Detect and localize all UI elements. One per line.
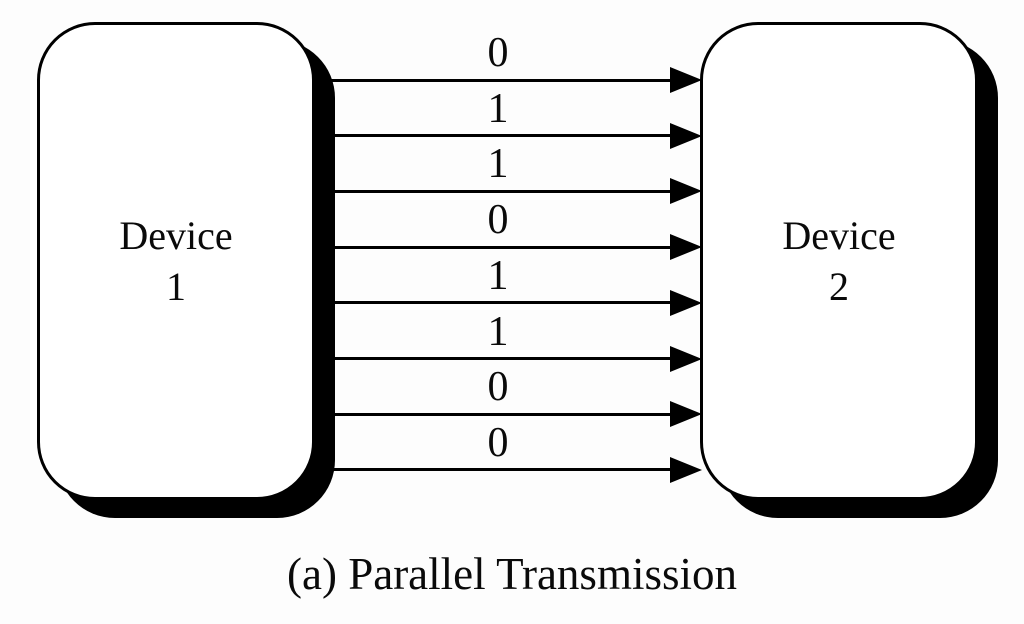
bit-label: 1 — [487, 85, 509, 132]
diagram-caption: (a) Parallel Transmission — [287, 549, 737, 599]
transmission-line — [330, 245, 674, 249]
device-2-label: Device 2 — [782, 210, 895, 312]
arrowhead-icon — [670, 234, 702, 261]
bit-label: 0 — [487, 30, 509, 76]
arrowhead-icon — [670, 289, 702, 316]
arrowhead-icon — [670, 122, 702, 149]
device-1-name: Device — [119, 212, 233, 258]
device-2-box: Device 2 — [700, 22, 978, 500]
device-2-number: 2 — [828, 264, 849, 309]
arrowhead-icon — [670, 401, 702, 428]
arrowhead-icon — [670, 345, 702, 372]
transmission-line — [330, 357, 674, 360]
device-1-label: Device 1 — [119, 210, 232, 312]
bit-label: 0 — [487, 364, 509, 411]
bit-label: 1 — [487, 141, 509, 188]
device-1-box: Device 1 — [37, 22, 315, 500]
device-1-number: 1 — [165, 264, 186, 309]
arrowhead-icon — [670, 456, 702, 483]
bit-label: 0 — [487, 419, 509, 466]
bit-label: 1 — [487, 308, 509, 355]
arrowhead-icon — [670, 67, 702, 93]
device-2-name: Device — [782, 212, 896, 258]
arrowhead-icon — [670, 178, 702, 205]
transmission-line — [330, 412, 674, 416]
transmission-line — [330, 78, 674, 82]
transmission-line — [330, 189, 674, 193]
transmission-line — [330, 468, 674, 472]
transmission-line — [330, 301, 674, 305]
bit-label: 0 — [487, 197, 509, 244]
transmission-line — [330, 134, 674, 138]
bit-label: 1 — [487, 252, 509, 299]
